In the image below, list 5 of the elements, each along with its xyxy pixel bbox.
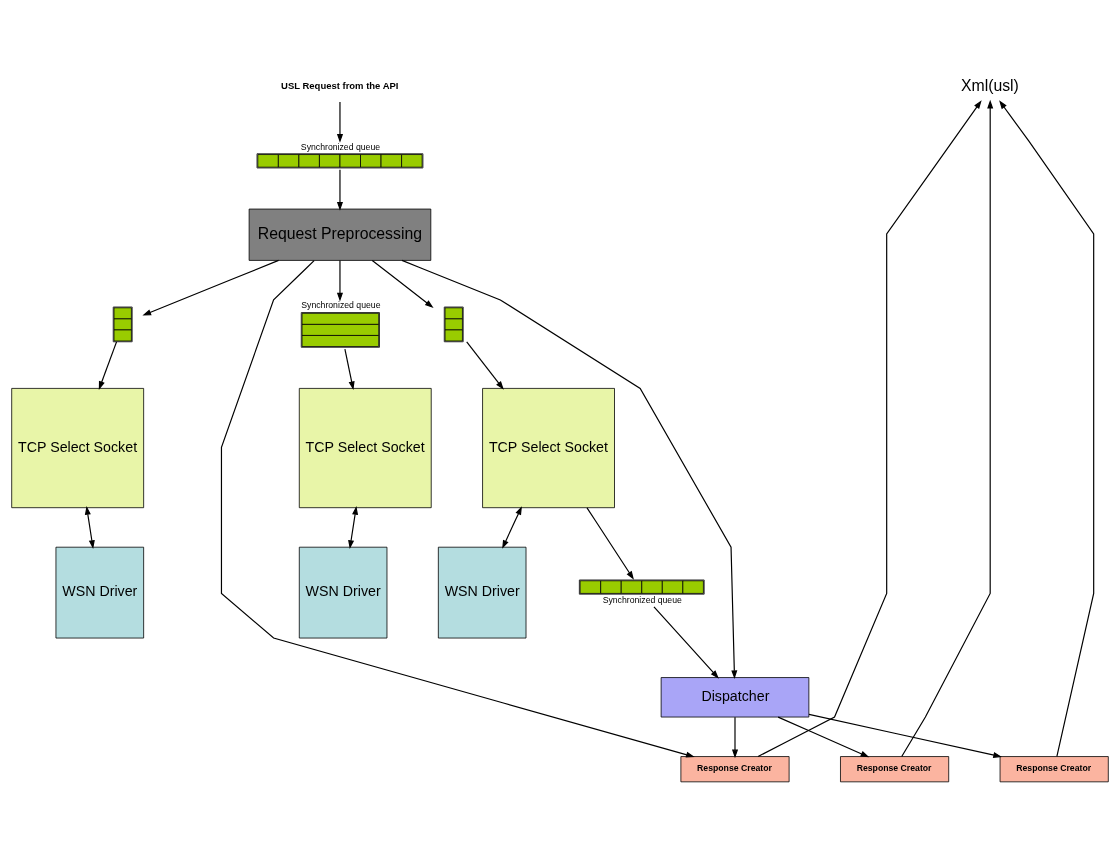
node-label: Synchronized queue bbox=[301, 300, 381, 311]
node-label: Synchronized queue bbox=[300, 141, 381, 152]
node-label: Synchronized queue bbox=[602, 594, 682, 605]
node-text: USL Request from the API bbox=[281, 80, 399, 92]
node-text: Xml(usl) bbox=[960, 77, 1019, 95]
